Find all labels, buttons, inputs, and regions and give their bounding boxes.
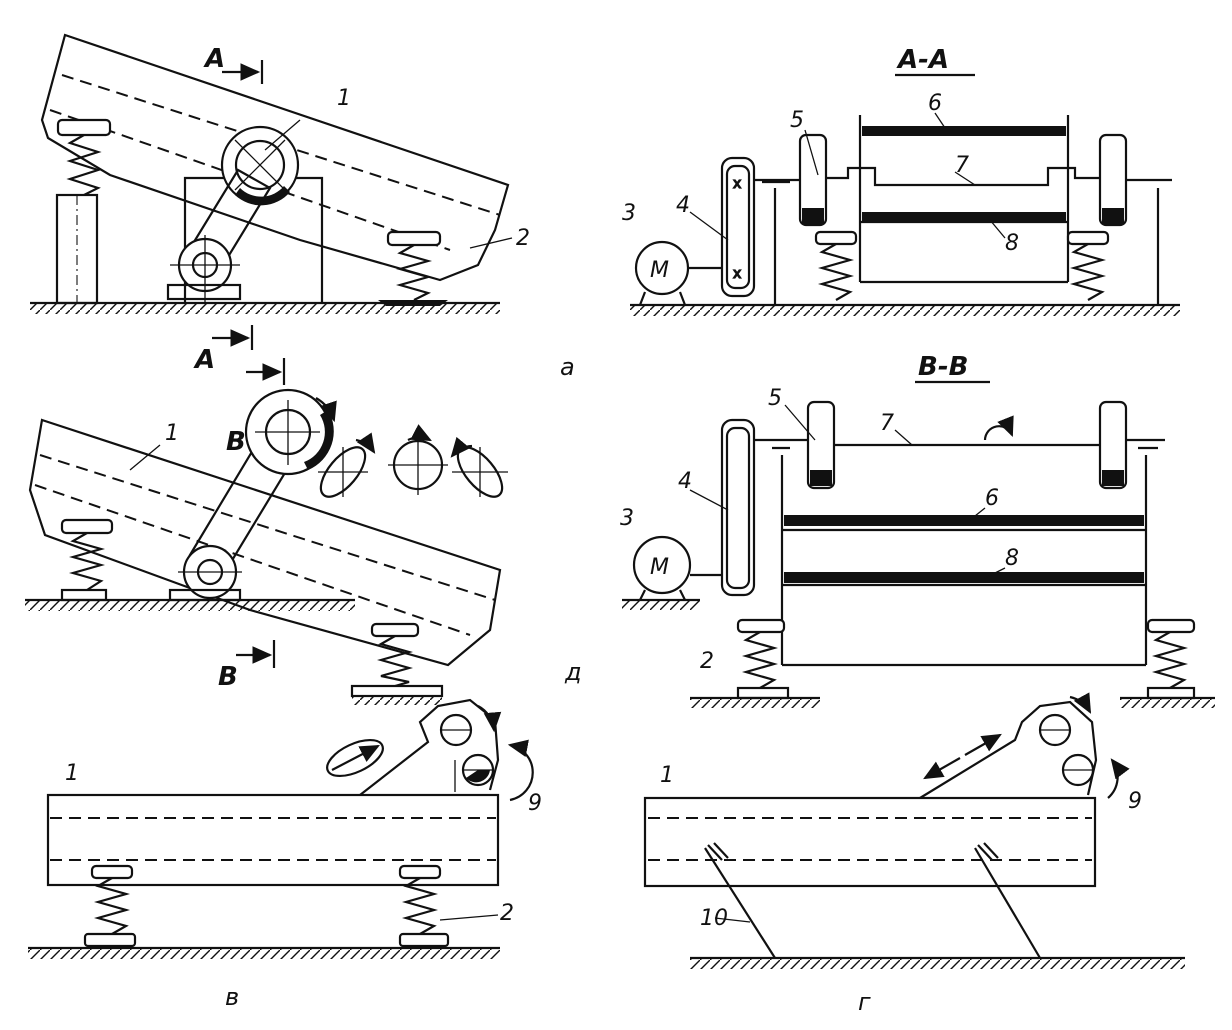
figure-label: г	[858, 988, 871, 1016]
motion-diagrams	[318, 424, 508, 498]
unbalance-left	[798, 133, 828, 227]
spring	[395, 244, 433, 301]
cut-label-bottom: A	[193, 345, 215, 375]
svg-text:x: x	[733, 176, 741, 192]
vibrator-housing	[919, 700, 1098, 799]
label-7: 7	[880, 411, 894, 436]
spring-cap	[386, 230, 442, 247]
pivot-base	[166, 283, 242, 301]
screen-box	[40, 33, 510, 282]
section-title: A-A	[896, 45, 949, 75]
panel-d-side-view: B B 1 д	[25, 358, 582, 705]
label-1: 1	[660, 763, 674, 788]
label-1: 1	[65, 761, 79, 786]
spring	[66, 134, 102, 196]
ground-hatch	[30, 304, 500, 314]
label-1: 1	[165, 421, 179, 446]
label-6: 6	[928, 91, 942, 116]
cut-label-bottom: B	[218, 662, 238, 692]
spring-cap	[56, 118, 112, 137]
panel-v: 9 2 1 в	[28, 698, 542, 1011]
label-2: 2	[700, 649, 714, 674]
label-8: 8	[1005, 231, 1019, 256]
motor-label: M	[650, 555, 669, 580]
screen-box	[46, 793, 500, 887]
sieve-8	[862, 212, 1066, 222]
cable-right	[974, 847, 1041, 959]
cable-left	[704, 847, 776, 959]
panel-d-section: B-B M 3 4 5 7 6 8	[620, 352, 1215, 708]
label-4: 4	[678, 469, 692, 494]
panel-a-section: A-A M 3 x x 4 5 7	[560, 45, 1180, 381]
vibrator-housing	[359, 698, 500, 796]
label-5: 5	[768, 386, 782, 411]
label-1: 1	[337, 86, 351, 111]
screen-box	[643, 796, 1097, 888]
label-5: 5	[790, 108, 804, 133]
label-9: 9	[528, 791, 542, 816]
figure-label: д	[564, 658, 582, 686]
label-2: 2	[500, 901, 514, 926]
section-title: B-B	[918, 352, 968, 382]
panel-g: 9 10 1 г	[643, 692, 1185, 1016]
crank-shaft	[826, 166, 1100, 187]
label-7: 7	[955, 153, 969, 178]
label-4: 4	[676, 193, 690, 218]
label-9: 9	[1128, 789, 1142, 814]
label-3: 3	[622, 201, 636, 226]
figure-label: в	[225, 983, 239, 1011]
svg-text:x: x	[733, 266, 741, 282]
figure-label: а	[560, 353, 575, 381]
label-8: 8	[1005, 546, 1019, 571]
sieve-6	[862, 126, 1066, 136]
label-3: 3	[620, 506, 634, 531]
motor	[632, 535, 692, 595]
label-6: 6	[985, 486, 999, 511]
cut-label-top: A	[203, 44, 225, 74]
cut-label-top: B	[226, 427, 246, 457]
panel-a-side-view: A A 1 2	[30, 33, 530, 375]
belt-drive	[720, 156, 756, 298]
screen-box	[28, 418, 502, 667]
label-2: 2	[516, 226, 530, 251]
motor-label: M	[650, 258, 669, 283]
